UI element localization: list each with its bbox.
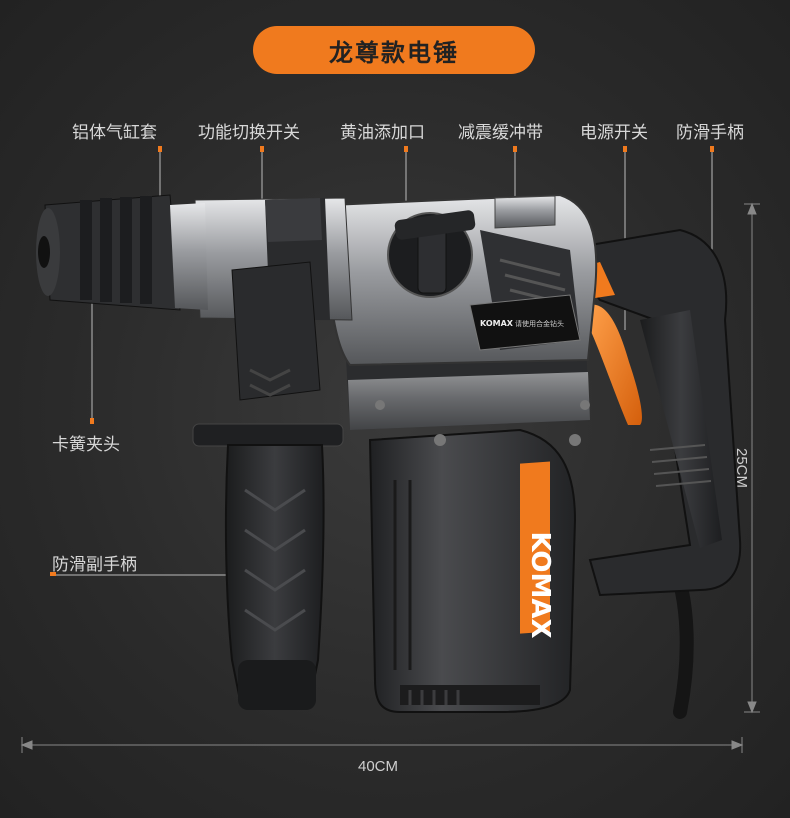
brand-plate-logo: KOMAX [480,319,514,328]
label-oil: 黄油添加口 [340,123,425,143]
page-title: 龙尊款电锤 [253,26,535,74]
label-grip: 防滑手柄 [676,123,744,143]
label-cylinder: 铝体气缸套 [72,123,157,143]
label-power: 电源开关 [580,123,648,143]
label-switch-mode: 功能切换开关 [198,123,300,143]
label-aux-grip: 防滑副手柄 [52,555,137,575]
label-damper: 减震缓冲带 [458,123,543,143]
brand-plate-text: 请使用合金钻头 [515,319,564,328]
width-dimension-label: 40CM [358,758,399,775]
brand-logo-vertical: KOMAX [525,531,555,638]
label-chuck: 卡簧夹头 [52,435,120,455]
